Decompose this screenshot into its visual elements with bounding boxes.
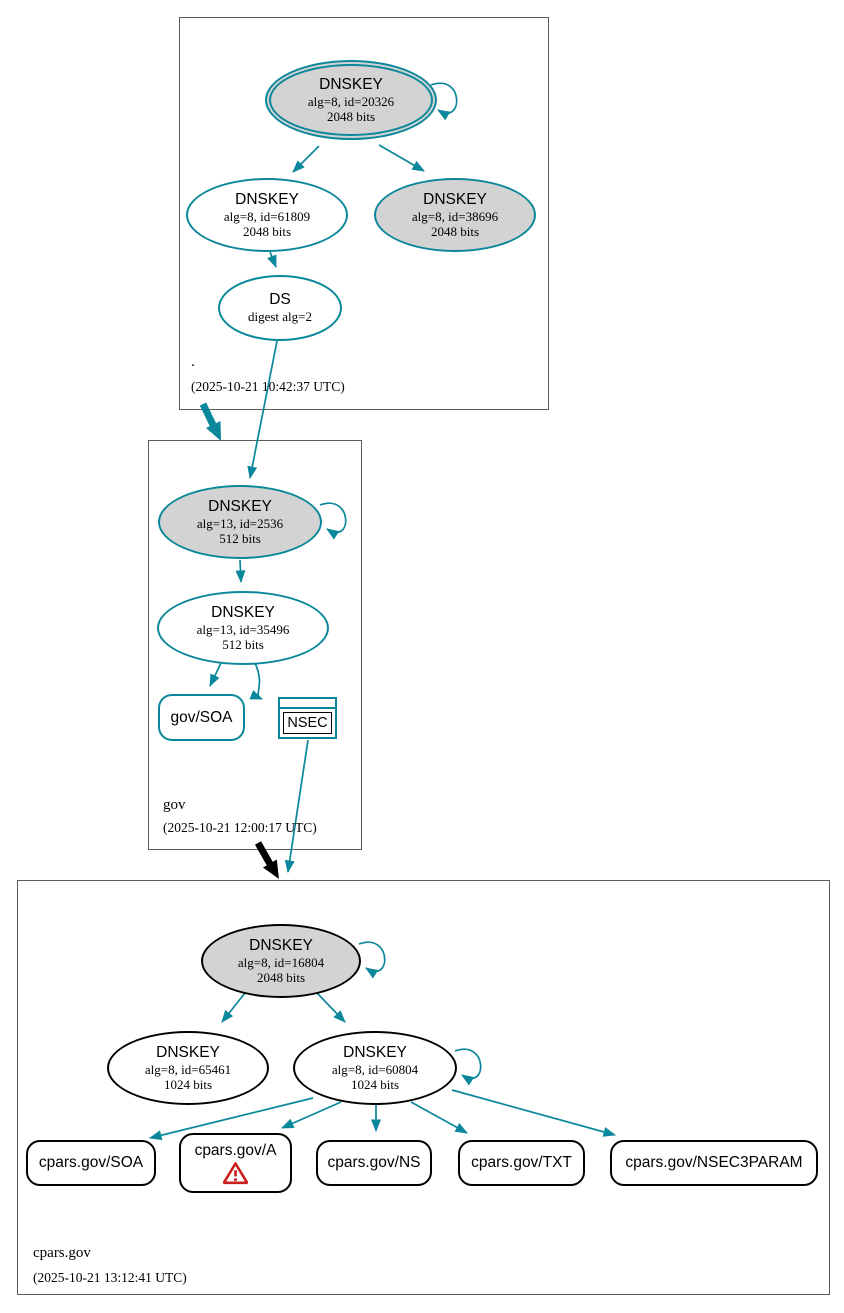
- rrset-label: cpars.gov/NSEC3PARAM: [625, 1154, 803, 1171]
- rrset-label: cpars.gov/TXT: [471, 1154, 572, 1171]
- dnskey-35496[interactable]: DNSKEY alg=13, id=35496 512 bits: [157, 591, 329, 665]
- nsec-node[interactable]: NSEC: [278, 697, 337, 739]
- node-alg-id: alg=8, id=20326: [307, 93, 395, 109]
- dnskey-ksk-root[interactable]: DNSKEY alg=8, id=20326 2048 bits: [265, 60, 437, 140]
- node-title: DNSKEY: [423, 190, 487, 208]
- dnskey-61809[interactable]: DNSKEY alg=8, id=61809 2048 bits: [186, 178, 348, 252]
- ds-node[interactable]: DS digest alg=2: [218, 275, 342, 341]
- dnskey-65461[interactable]: DNSKEY alg=8, id=65461 1024 bits: [107, 1031, 269, 1105]
- node-alg-id: alg=8, id=65461: [144, 1061, 232, 1077]
- node-title: DNSKEY: [319, 75, 383, 93]
- rrset-label: cpars.gov/A: [194, 1141, 277, 1159]
- zone-name-gov: gov: [163, 797, 186, 813]
- zone-timestamp-gov: (2025-10-21 12:00:17 UTC): [163, 820, 317, 835]
- node-title: DNSKEY: [211, 603, 275, 621]
- node-alg-id: alg=8, id=16804: [237, 954, 325, 970]
- node-bits: 2048 bits: [256, 969, 306, 985]
- rrset-cpars-soa[interactable]: cpars.gov/SOA: [26, 1140, 156, 1186]
- node-alg-id: alg=8, id=61809: [223, 208, 311, 224]
- node-bits: 2048 bits: [326, 108, 376, 124]
- node-bits: 2048 bits: [430, 223, 480, 239]
- node-bits: 512 bits: [219, 530, 261, 546]
- rrset-label: cpars.gov/NS: [327, 1154, 421, 1171]
- node-bits: 1024 bits: [350, 1076, 400, 1092]
- node-bits: 1024 bits: [163, 1076, 213, 1092]
- nsec-rr-band: [280, 699, 335, 709]
- node-bits: 512 bits: [222, 636, 264, 652]
- dnskey-16804[interactable]: DNSKEY alg=8, id=16804 2048 bits: [201, 924, 361, 998]
- node-bits: 2048 bits: [242, 223, 292, 239]
- node-alg-id: alg=8, id=60804: [331, 1061, 419, 1077]
- zone-name-root: .: [191, 354, 195, 370]
- dnskey-60804[interactable]: DNSKEY alg=8, id=60804 1024 bits: [293, 1031, 457, 1105]
- dnskey-2536[interactable]: DNSKEY alg=13, id=2536 512 bits: [158, 485, 322, 559]
- zone-timestamp-cpars: (2025-10-21 13:12:41 UTC): [33, 1270, 187, 1285]
- node-alg-id: alg=8, id=38696: [411, 208, 499, 224]
- rrset-cpars-nsec3param[interactable]: cpars.gov/NSEC3PARAM: [610, 1140, 818, 1186]
- zone-name-cpars: cpars.gov: [33, 1245, 91, 1261]
- zone-box-cpars-gov: [17, 880, 830, 1295]
- rrset-cpars-ns[interactable]: cpars.gov/NS: [316, 1140, 432, 1186]
- node-title: DNSKEY: [156, 1043, 220, 1061]
- warning-icon: [222, 1161, 249, 1184]
- rrset-cpars-txt[interactable]: cpars.gov/TXT: [458, 1140, 585, 1186]
- node-title: DNSKEY: [343, 1043, 407, 1061]
- dnskey-38696[interactable]: DNSKEY alg=8, id=38696 2048 bits: [374, 178, 536, 252]
- nsec-label: NSEC: [283, 711, 332, 735]
- dnskey-ksk-root-inner-ring: DNSKEY alg=8, id=20326 2048 bits: [269, 64, 433, 136]
- zone-timestamp-root: (2025-10-21 10:42:37 UTC): [191, 379, 345, 394]
- node-alg-id: alg=13, id=35496: [196, 621, 290, 637]
- node-title: DS: [269, 291, 291, 309]
- rrset-cpars-a[interactable]: cpars.gov/A: [179, 1133, 292, 1193]
- rrset-gov-soa[interactable]: gov/SOA: [158, 694, 245, 741]
- rrset-label: gov/SOA: [170, 708, 233, 726]
- node-title: DNSKEY: [208, 497, 272, 515]
- node-title: DNSKEY: [235, 190, 299, 208]
- rrset-label: cpars.gov/SOA: [38, 1154, 144, 1171]
- node-digest: digest alg=2: [247, 309, 313, 325]
- node-alg-id: alg=13, id=2536: [196, 515, 284, 531]
- node-title: DNSKEY: [249, 936, 313, 954]
- zone-box-root: [179, 17, 549, 410]
